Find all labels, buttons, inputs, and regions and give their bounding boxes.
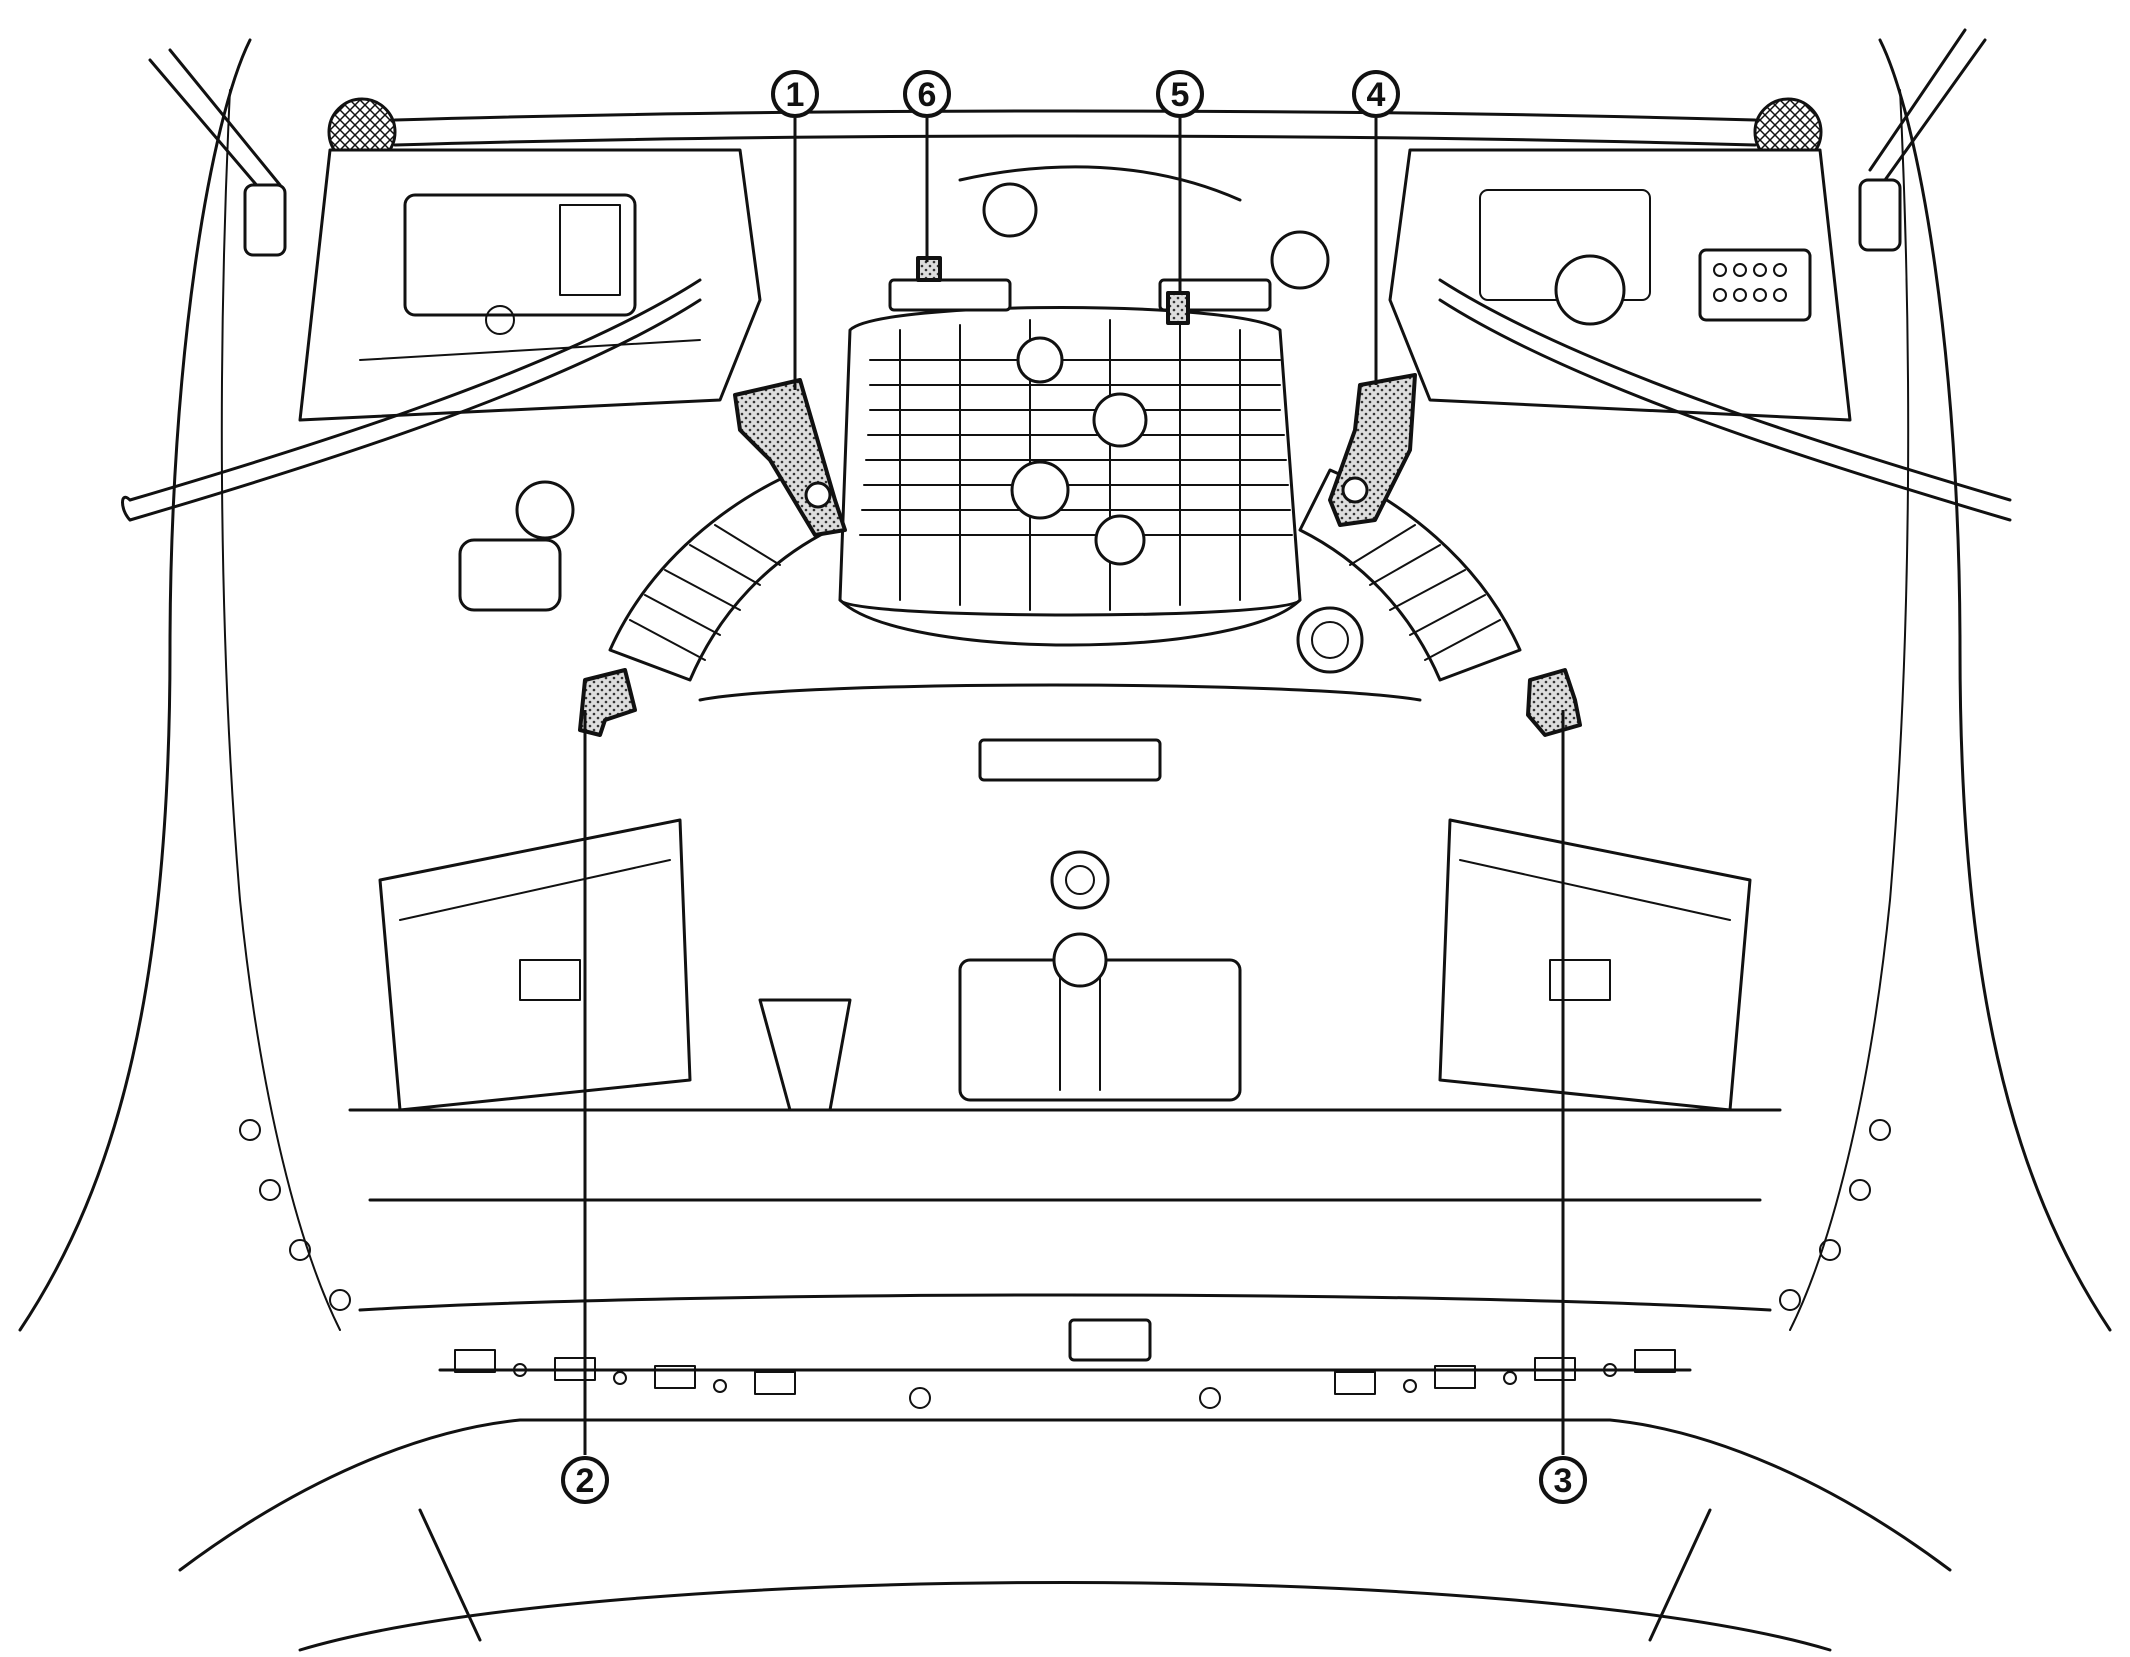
fuse-block <box>1698 248 1812 322</box>
left-cowl-box <box>298 148 762 422</box>
component-2 <box>578 668 637 737</box>
component-5 <box>1166 291 1190 325</box>
cross-braces <box>121 278 2012 522</box>
hood-strut-right <box>1858 28 1987 252</box>
callout-1: 1 <box>771 70 819 118</box>
reservoir-left <box>458 480 575 612</box>
oil-filler-cap <box>1296 606 1364 674</box>
hood-strut-left <box>148 48 287 257</box>
body-outline <box>18 38 2112 1652</box>
front-grille-holes <box>454 1349 1676 1409</box>
callout-2: 2 <box>561 1456 609 1504</box>
component-4 <box>1328 373 1417 527</box>
engine-cover <box>838 306 1302 647</box>
callout-4: 4 <box>1352 70 1400 118</box>
radiator-support <box>239 1108 1891 1409</box>
component-6 <box>916 256 942 282</box>
engine-rear-components <box>888 165 1330 312</box>
callout-3: 3 <box>1539 1456 1587 1504</box>
callout-3-label: 3 <box>1554 1462 1573 1500</box>
callout-6-label: 6 <box>918 76 937 114</box>
component-3 <box>1526 668 1582 737</box>
callout-2-label: 2 <box>576 1462 595 1500</box>
right-cowl-box <box>1388 148 1852 422</box>
callout-5: 5 <box>1156 70 1204 118</box>
callout-1-label: 1 <box>786 76 805 114</box>
radiator-area <box>698 683 1422 1112</box>
side-bolt-holes <box>239 1119 1891 1311</box>
air-cleaner-right <box>1438 818 1752 1112</box>
leader-lines <box>583 118 1565 1455</box>
callout-6: 6 <box>903 70 951 118</box>
air-cleaner-left <box>378 818 692 1112</box>
callout-5-label: 5 <box>1171 76 1190 114</box>
component-1 <box>733 378 847 537</box>
callout-4-label: 4 <box>1367 76 1386 114</box>
